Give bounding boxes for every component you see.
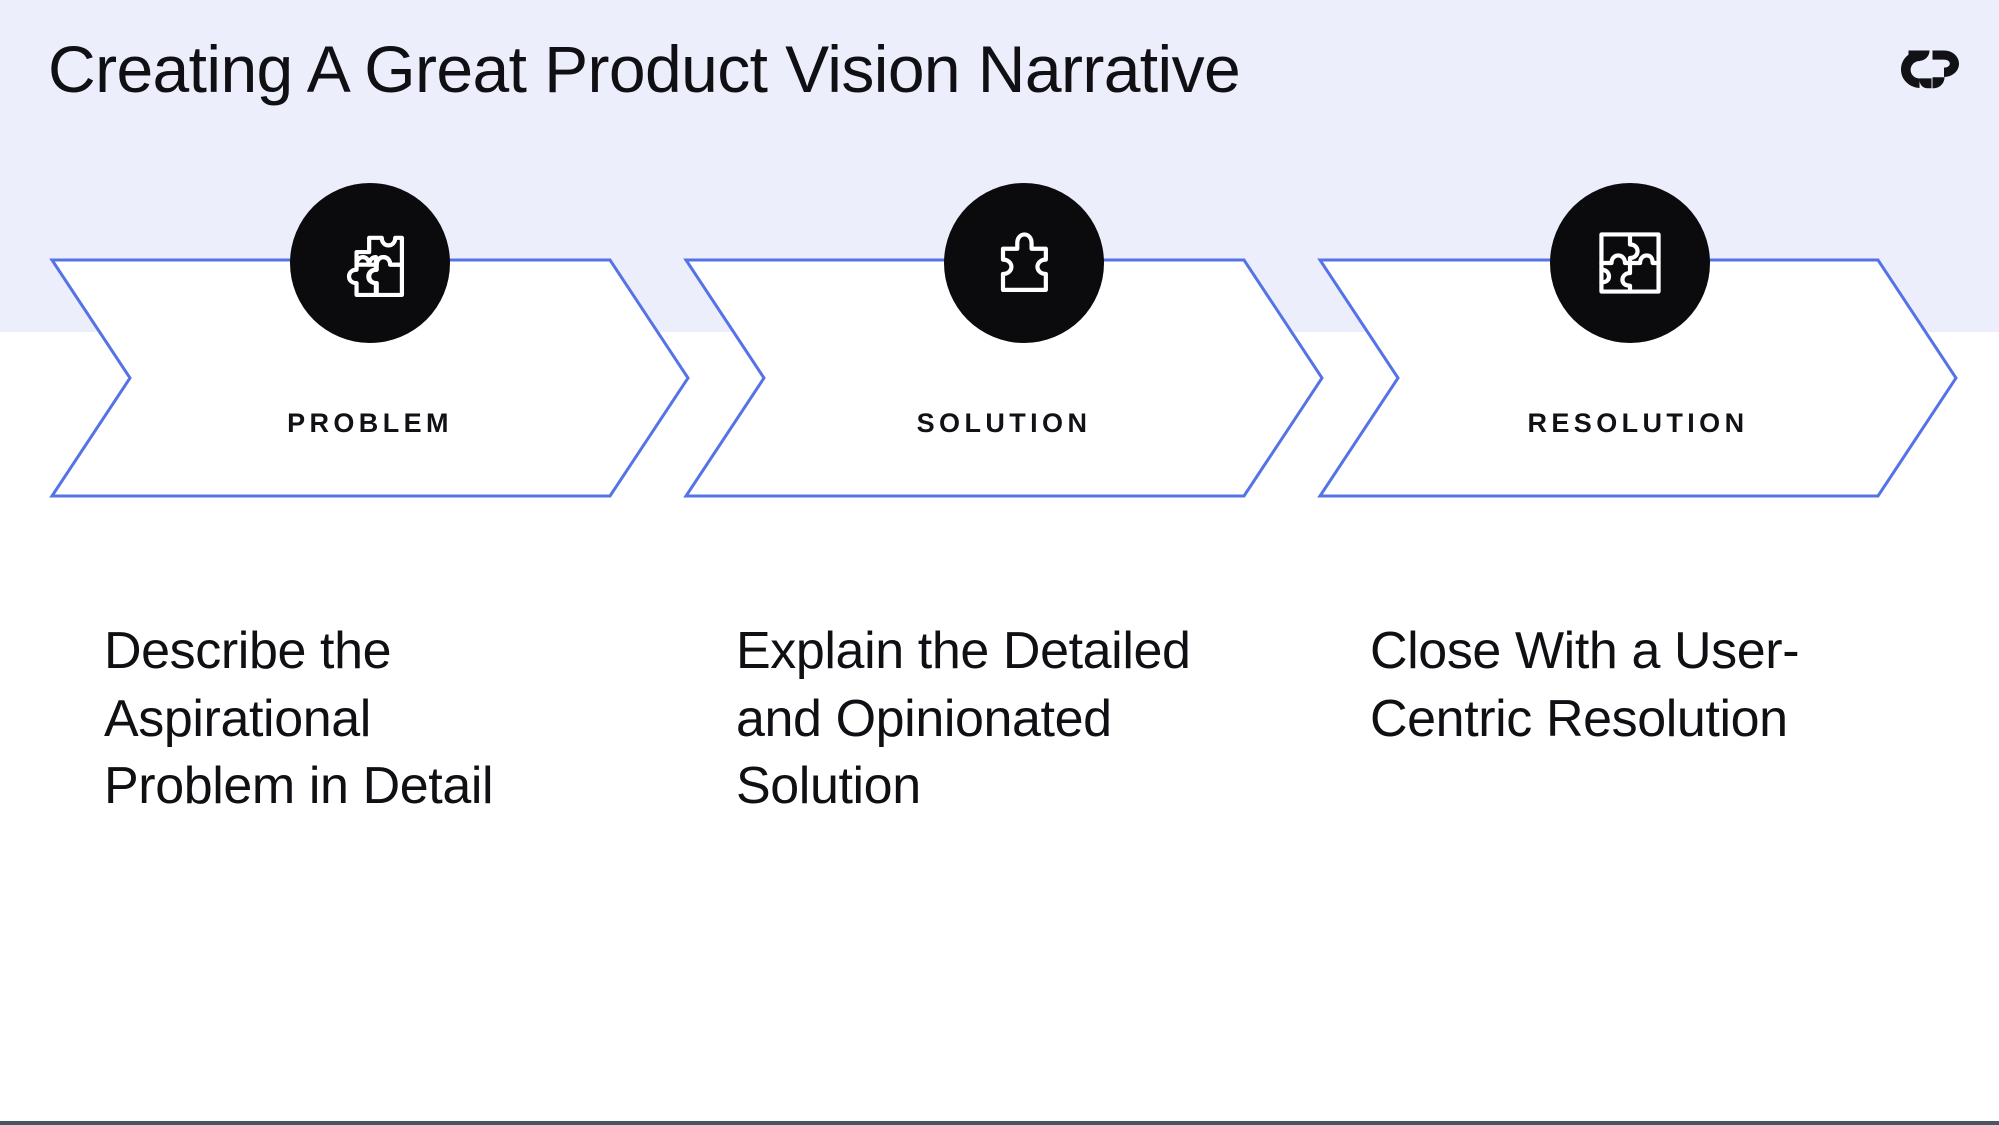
stage-description-solution: Explain the Detailed and Opinionated Sol… [736,622,1191,816]
double-chevron-r-logo-icon [1899,42,1961,94]
page-title: Creating A Great Product Vision Narrativ… [48,32,1241,106]
stage-chevron-resolution[interactable] [1317,258,1958,498]
stage-chevron-solution[interactable] [683,258,1324,498]
stage-icon-badge-problem [290,183,450,343]
bottom-divider [0,1121,1999,1125]
stage-icon-badge-resolution [1550,183,1710,343]
puzzle-four-pieces-complete-icon [1599,232,1661,294]
stage-description-row: Describe the Aspirational Problem in Det… [0,618,1999,1018]
stage-label-resolution: RESOLUTION [1527,408,1749,438]
stage-label-problem: PROBLEM [287,408,453,438]
stage-description-resolution: Close With a User-Centric Resolution [1370,622,1800,748]
stage-label-solution: SOLUTION [916,408,1092,438]
stage-icon-badge-solution [944,183,1104,343]
stage-description-problem: Describe the Aspirational Problem in Det… [104,622,494,816]
stage-chevron-row [0,258,1999,498]
stage-chevron-problem[interactable] [49,258,690,498]
puzzle-single-piece-icon [1000,232,1048,292]
puzzle-three-pieces-icon [346,235,405,298]
